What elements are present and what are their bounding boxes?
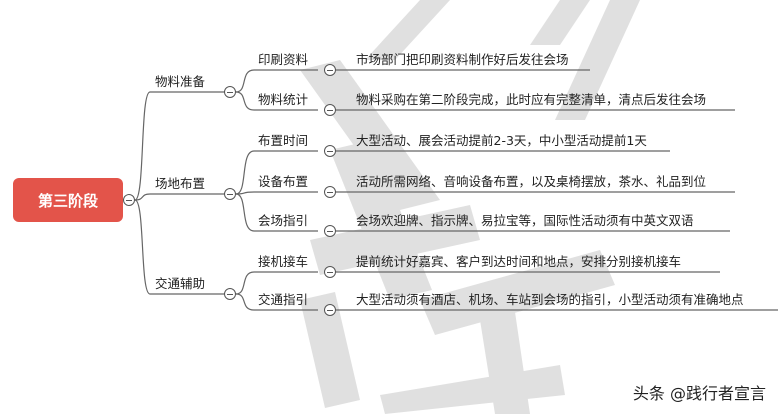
root-branch-connector <box>134 193 151 201</box>
sub-node-equipment[interactable]: 设备布置 <box>258 174 309 189</box>
watermark-text: 头条 @践行者宣言 <box>632 384 766 403</box>
root-collapse-toggle-icon[interactable] <box>123 194 135 206</box>
root-branch-connector <box>134 199 151 295</box>
detail-node[interactable]: 会场欢迎牌、指示牌、易拉宝等，国际性活动须有中英文双语 <box>356 213 694 228</box>
sub-node-signage[interactable]: 会场指引 <box>258 213 309 228</box>
sub-node-directions[interactable]: 交通指引 <box>258 292 309 307</box>
detail-node[interactable]: 市场部门把印刷资料制作好后发往会场 <box>356 52 569 67</box>
branch-child-connector <box>235 150 255 195</box>
detail-node[interactable]: 大型活动须有酒店、机场、车站到会场的指引，小型活动须有准确地点 <box>356 292 744 307</box>
branch-collapse-toggle-icon[interactable] <box>224 188 236 200</box>
root-node[interactable]: 第三阶段 <box>13 178 123 222</box>
detail-node[interactable]: 物料采购在第二阶段完成，此时应有完整清单，清点后发往会场 <box>356 92 707 107</box>
branch-child-connector <box>235 271 255 295</box>
sub-collapse-toggle-icon[interactable] <box>324 266 336 278</box>
root-node-label: 第三阶段 <box>37 191 98 210</box>
branch-node-venue[interactable]: 场地布置 <box>155 176 206 191</box>
sub-node-pickup[interactable]: 接机接车 <box>258 254 309 269</box>
detail-node[interactable]: 提前统计好嘉宾、客户到达时间和地点，安排分别接机接车 <box>356 254 682 269</box>
branch-child-connector <box>235 91 255 111</box>
sub-node-inventory[interactable]: 物料统计 <box>258 92 309 107</box>
sub-collapse-toggle-icon[interactable] <box>324 104 336 116</box>
sub-collapse-toggle-icon[interactable] <box>324 304 336 316</box>
branch-child-connector <box>235 191 255 195</box>
branch-collapse-toggle-icon[interactable] <box>224 86 236 98</box>
branch-child-connector <box>235 293 255 311</box>
sub-collapse-toggle-icon[interactable] <box>324 64 336 76</box>
branch-collapse-toggle-icon[interactable] <box>224 288 236 300</box>
sub-node-setup-time[interactable]: 布置时间 <box>258 133 309 148</box>
sub-collapse-toggle-icon[interactable] <box>324 186 336 198</box>
detail-node[interactable]: 大型活动、展会活动提前2-3天，中小型活动提前1天 <box>356 133 647 148</box>
branch-child-connector <box>235 193 255 232</box>
sub-collapse-toggle-icon[interactable] <box>324 145 336 157</box>
branch-child-connector <box>235 69 255 93</box>
root-branch-connector <box>134 91 151 201</box>
sub-collapse-toggle-icon[interactable] <box>324 225 336 237</box>
branch-node-transport[interactable]: 交通辅助 <box>155 276 206 291</box>
branch-node-materials[interactable]: 物料准备 <box>155 74 206 89</box>
sub-node-printing[interactable]: 印刷资料 <box>258 52 309 67</box>
background-watermark-shape <box>300 0 640 414</box>
detail-node[interactable]: 活动所需网络、音响设备布置，以及桌椅摆放，茶水、礼品到位 <box>356 174 707 189</box>
